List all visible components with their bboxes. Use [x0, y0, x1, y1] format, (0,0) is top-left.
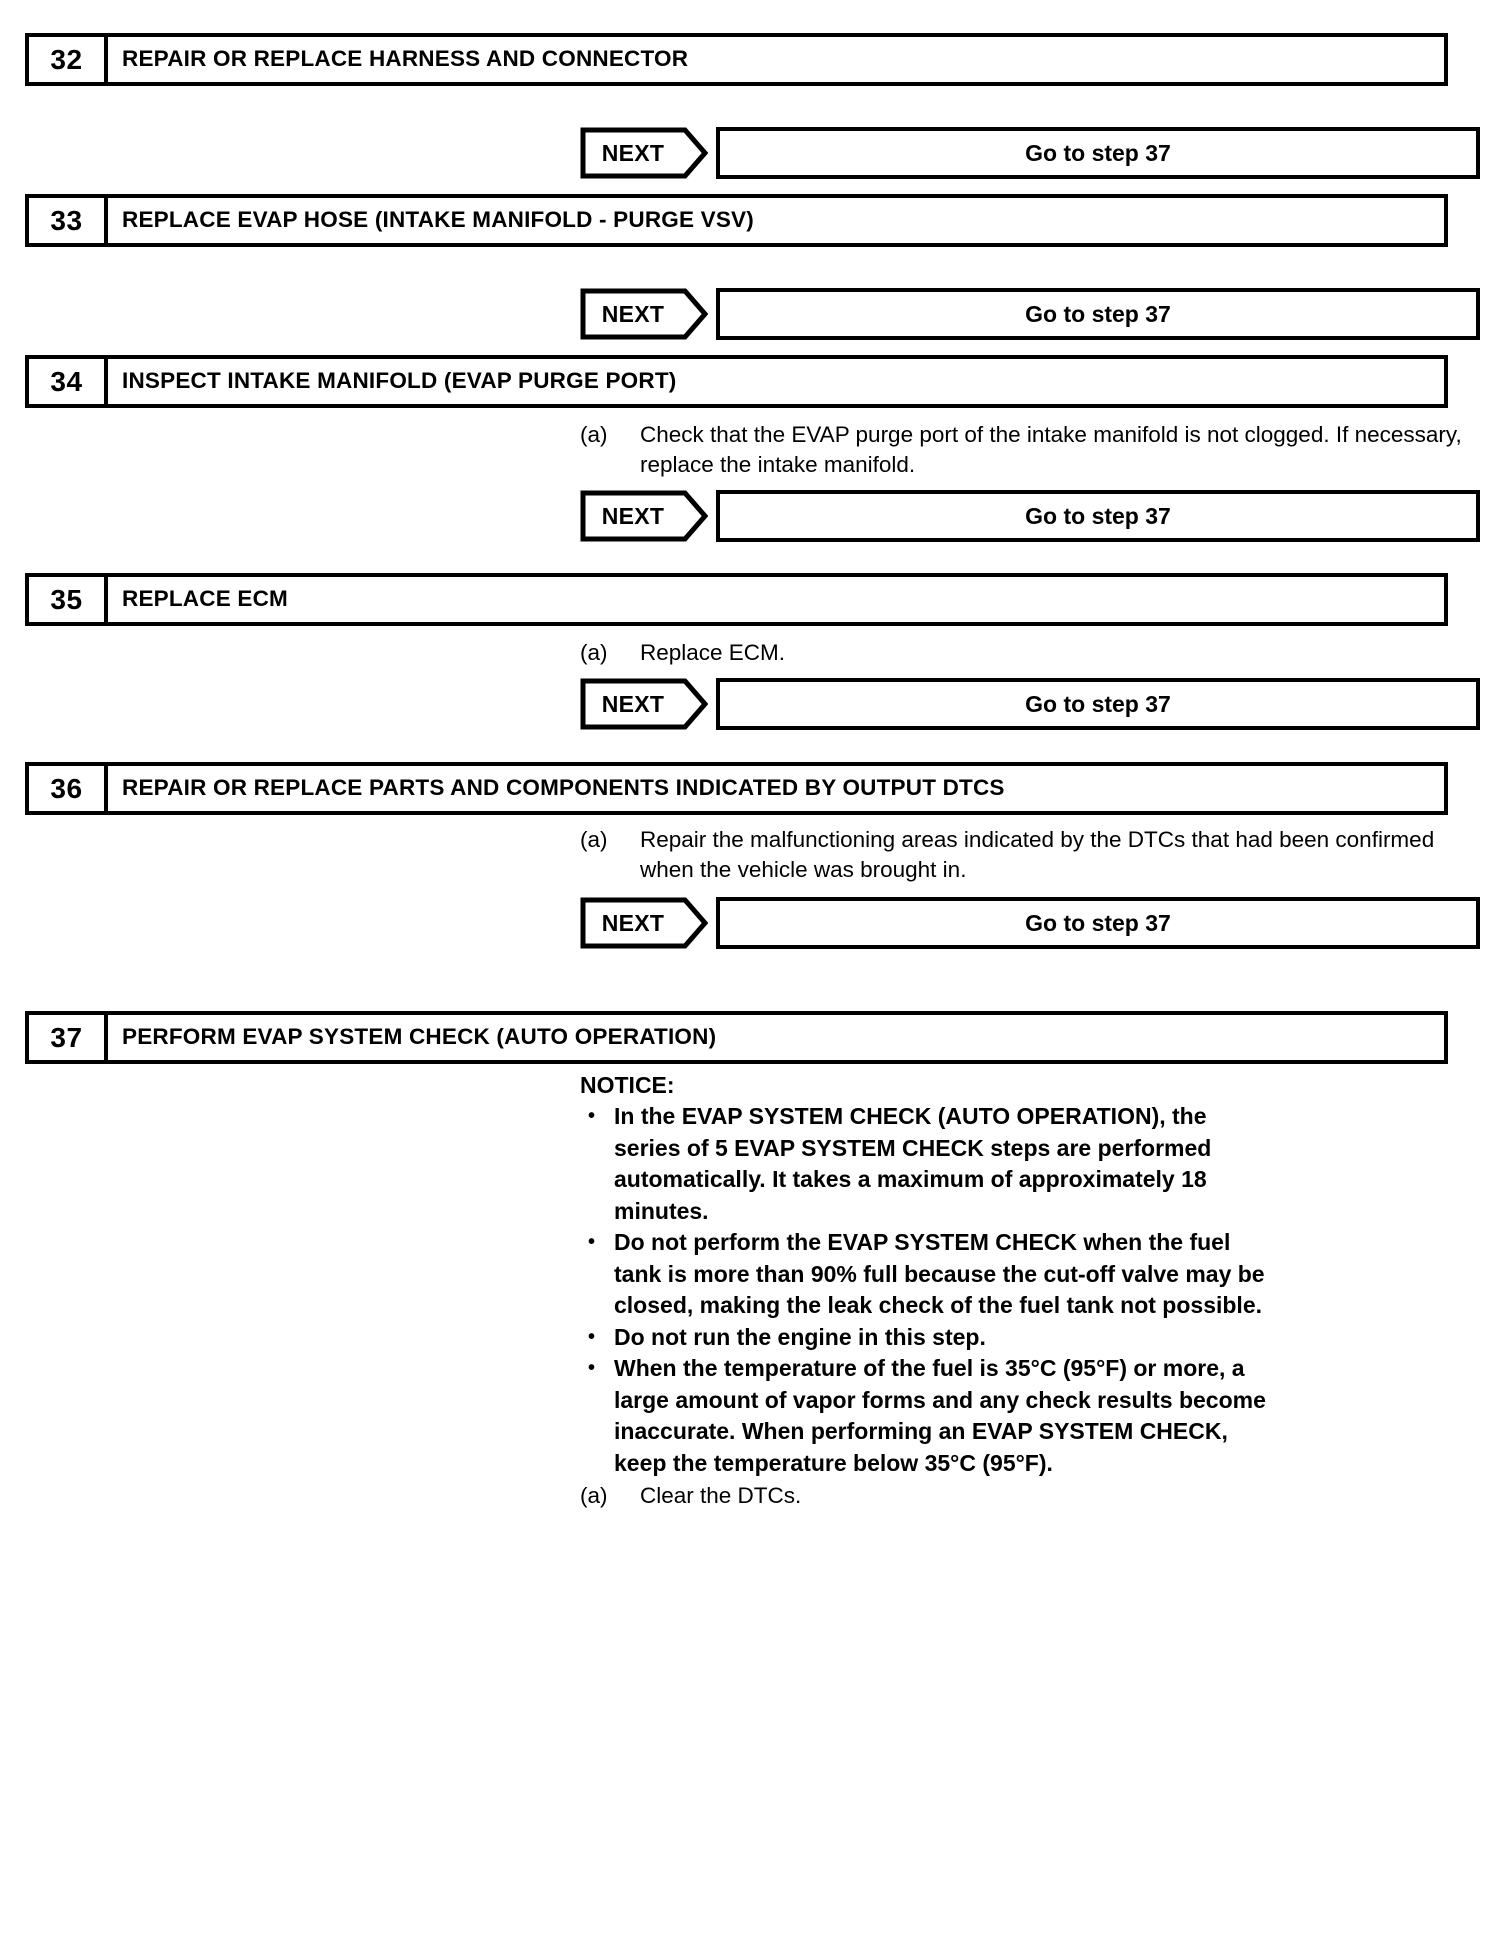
notice-list-item: • In the EVAP SYSTEM CHECK (AUTO OPERATI… [580, 1101, 1480, 1227]
notice-heading: NOTICE: [580, 1072, 675, 1098]
next-label: NEXT [601, 690, 665, 717]
step-number: 35 [29, 577, 108, 622]
notice-list-item: • Do not run the engine in this step. [580, 1322, 1480, 1354]
step-title: REPAIR OR REPLACE PARTS AND COMPONENTS I… [122, 775, 1005, 801]
step-title: INSPECT INTAKE MANIFOLD (EVAP PURGE PORT… [122, 368, 677, 394]
bullet-icon: • [588, 1231, 596, 1253]
next-label: NEXT [601, 139, 665, 166]
step-header-36: 36 REPAIR OR REPLACE PARTS AND COMPONENT… [25, 762, 1448, 815]
notice-text: When the temperature of the fuel is 35°C… [614, 1355, 1266, 1476]
detail-text: Repair the malfunctioning areas indicate… [640, 827, 1435, 882]
result-bar: Go to step 37 [716, 678, 1480, 730]
next-label: NEXT [601, 300, 665, 327]
step-title: PERFORM EVAP SYSTEM CHECK (AUTO OPERATIO… [122, 1024, 717, 1050]
next-arrow-icon: NEXT [580, 490, 708, 542]
next-arrow-icon: NEXT [580, 127, 708, 179]
step-block-35: 35 REPLACE ECM [25, 573, 1448, 626]
notice-text: In the EVAP SYSTEM CHECK (AUTO OPERATION… [614, 1103, 1212, 1224]
detail-item: (a) Replace ECM. [580, 638, 1480, 668]
detail-label: (a) [580, 422, 608, 447]
step-body-34: (a) Check that the EVAP purge port of th… [580, 420, 1480, 542]
result-bar: Go to step 37 [716, 127, 1480, 179]
bullet-icon: • [588, 1357, 596, 1379]
step-header-32: 32 REPAIR OR REPLACE HARNESS AND CONNECT… [25, 33, 1448, 86]
next-row: NEXT Go to step 37 [580, 127, 1480, 179]
step-body-32: NEXT Go to step 37 [580, 127, 1480, 179]
step-header-34: 34 INSPECT INTAKE MANIFOLD (EVAP PURGE P… [25, 355, 1448, 408]
next-row: NEXT Go to step 37 [580, 897, 1480, 949]
next-arrow-icon: NEXT [580, 678, 708, 730]
detail-item: (a) Repair the malfunctioning areas indi… [580, 825, 1480, 885]
result-bar: Go to step 37 [716, 288, 1480, 340]
bullet-icon: • [588, 1325, 596, 1348]
detail-item: (a) Check that the EVAP purge port of th… [580, 420, 1480, 480]
detail-label: (a) [580, 827, 608, 852]
next-arrow-icon: NEXT [580, 897, 708, 949]
step-title: REPLACE ECM [122, 586, 288, 612]
step-number: 32 [29, 37, 108, 82]
result-bar: Go to step 37 [716, 490, 1480, 542]
step-body-36: (a) Repair the malfunctioning areas indi… [580, 825, 1480, 949]
step-number: 34 [29, 359, 108, 404]
step-block-33: 33 REPLACE EVAP HOSE (INTAKE MANIFOLD - … [25, 194, 1448, 247]
notice-list: • In the EVAP SYSTEM CHECK (AUTO OPERATI… [580, 1101, 1480, 1479]
step-block-37: 37 PERFORM EVAP SYSTEM CHECK (AUTO OPERA… [25, 1011, 1448, 1064]
notice-text: Do not perform the EVAP SYSTEM CHECK whe… [614, 1229, 1265, 1318]
step-header-33: 33 REPLACE EVAP HOSE (INTAKE MANIFOLD - … [25, 194, 1448, 247]
detail-text: Check that the EVAP purge port of the in… [640, 422, 1462, 477]
notice-list-item: • When the temperature of the fuel is 35… [580, 1353, 1480, 1479]
step-title: REPAIR OR REPLACE HARNESS AND CONNECTOR [122, 46, 689, 72]
step-header-37: 37 PERFORM EVAP SYSTEM CHECK (AUTO OPERA… [25, 1011, 1448, 1064]
next-row: NEXT Go to step 37 [580, 288, 1480, 340]
detail-text: Clear the DTCs. [640, 1483, 802, 1508]
step-number: 36 [29, 766, 108, 811]
bullet-icon: • [588, 1105, 596, 1127]
step-block-36: 36 REPAIR OR REPLACE PARTS AND COMPONENT… [25, 762, 1448, 815]
detail-label: (a) [580, 640, 608, 665]
notice-list-item: • Do not perform the EVAP SYSTEM CHECK w… [580, 1227, 1480, 1322]
detail-text: Replace ECM. [640, 640, 786, 665]
step-block-34: 34 INSPECT INTAKE MANIFOLD (EVAP PURGE P… [25, 355, 1448, 408]
step-title: REPLACE EVAP HOSE (INTAKE MANIFOLD - PUR… [122, 207, 754, 233]
step-block-32: 32 REPAIR OR REPLACE HARNESS AND CONNECT… [25, 33, 1448, 86]
detail-item: (a) Clear the DTCs. [580, 1481, 1480, 1511]
step-number: 33 [29, 198, 108, 243]
notice-text: Do not run the engine in this step. [614, 1323, 986, 1350]
step-header-35: 35 REPLACE ECM [25, 573, 1448, 626]
step-body-37: NOTICE: • In the EVAP SYSTEM CHECK (AUTO… [580, 1070, 1480, 1511]
next-label: NEXT [601, 502, 665, 529]
next-row: NEXT Go to step 37 [580, 490, 1480, 542]
next-arrow-icon: NEXT [580, 288, 708, 340]
next-label: NEXT [601, 909, 665, 936]
step-body-33: NEXT Go to step 37 [580, 288, 1480, 340]
detail-label: (a) [580, 1483, 608, 1508]
step-body-35: (a) Replace ECM. NEXT Go to step 37 [580, 638, 1480, 730]
result-bar: Go to step 37 [716, 897, 1480, 949]
next-row: NEXT Go to step 37 [580, 678, 1480, 730]
step-number: 37 [29, 1015, 108, 1060]
